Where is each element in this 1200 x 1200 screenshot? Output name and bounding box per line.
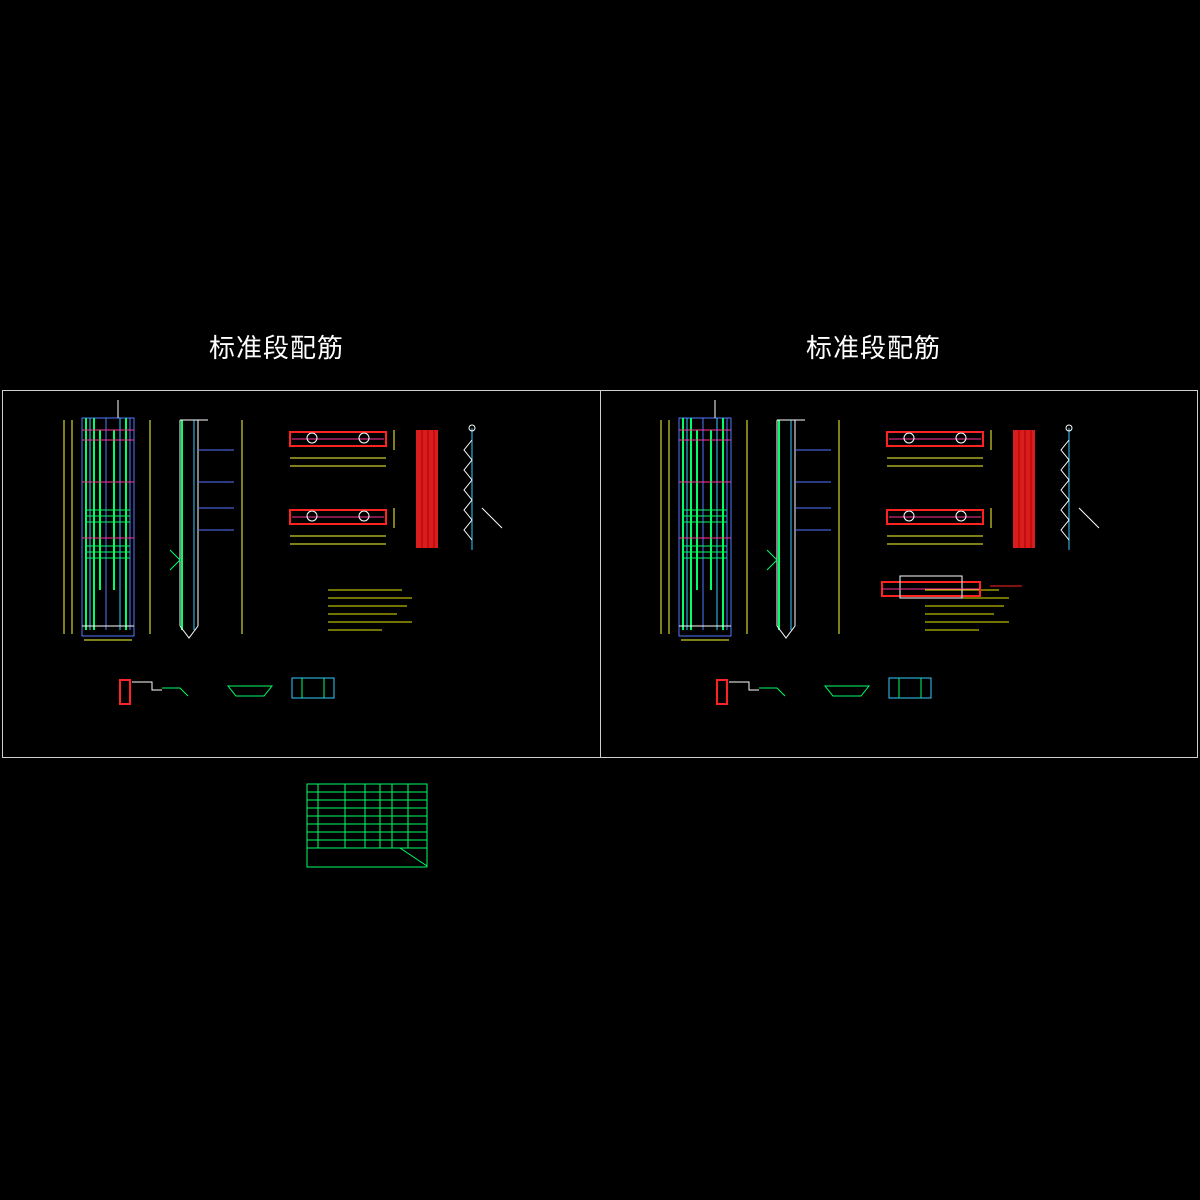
rebar-schedule-table: [306, 783, 428, 868]
sheet-title-right: 标准段配筋: [806, 334, 942, 364]
sheet-title-left: 标准段配筋: [209, 334, 345, 364]
drawing-frame-right: [600, 390, 1198, 758]
beam-section-right: [881, 575, 1022, 599]
